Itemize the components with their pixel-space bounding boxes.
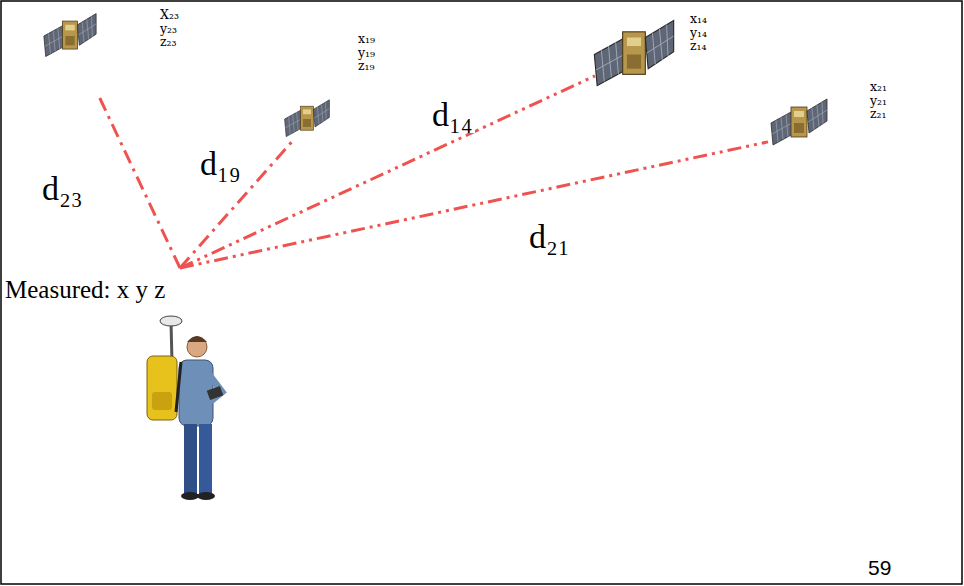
distance-label: d₁₉ xyxy=(198,145,243,182)
position-label: Measured: x y z xyxy=(5,276,165,304)
coordinate-label: X₂₃ y₂₃ z₂₃ xyxy=(160,8,179,49)
coordinate-label: x₁₉ y₁₉ z₁₉ xyxy=(358,32,375,73)
satellite-position: x₁₉ y₁₉ z₁₉ xyxy=(280,28,390,140)
range-line xyxy=(98,95,180,268)
range-line xyxy=(180,76,595,268)
distance-label: d₂₃ xyxy=(40,170,85,207)
coordinate-label: x₁₄ y₁₄ z₁₄ xyxy=(690,12,707,53)
page-number: 59 xyxy=(868,556,891,580)
distance-label: d₂₁ xyxy=(527,218,572,255)
coordinate-label: x₂₁ y₂₁ z₂₁ xyxy=(870,80,887,121)
satellite-icon xyxy=(44,14,96,57)
distance-label: d₁₄ xyxy=(430,96,475,133)
satellite-position: x₂₁ y₂₁ z₂₁ xyxy=(768,78,898,153)
gps-surveyor xyxy=(147,316,223,500)
satellite-position: X₂₃ y₂₃ z₂₃ xyxy=(42,5,183,95)
satellite-icon xyxy=(594,21,673,86)
range-line xyxy=(180,142,768,268)
satellite-position: x₁₄ y₁₄ z₁₄ xyxy=(595,10,735,95)
satellite-icon xyxy=(285,100,330,137)
receiver-position: Measured: x y z xyxy=(5,268,235,308)
satellite-icon xyxy=(771,99,827,145)
